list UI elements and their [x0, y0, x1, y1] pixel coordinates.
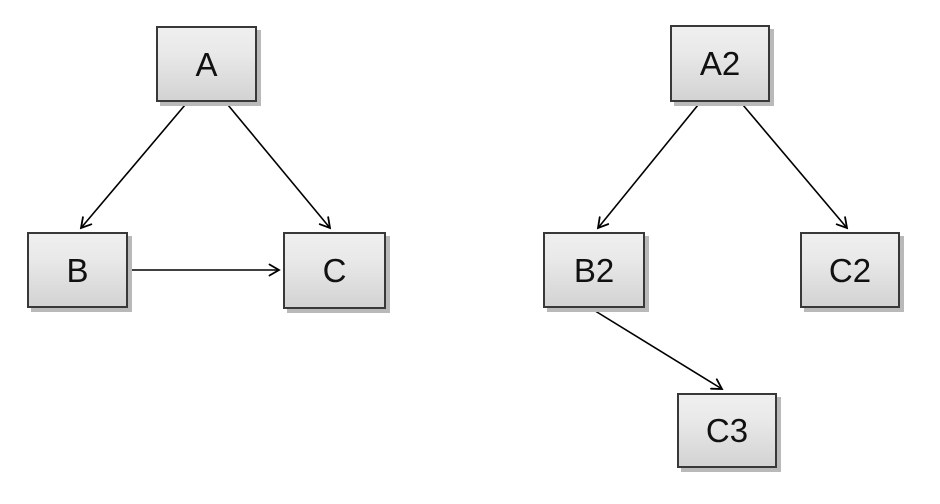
- node-label-C3: C3: [705, 412, 749, 449]
- node-A[interactable]: A: [156, 26, 257, 102]
- node-label-A2: A2: [699, 45, 741, 82]
- node-label-C2: C2: [828, 251, 872, 289]
- node-B2[interactable]: B2: [543, 232, 645, 308]
- node-label-C: C: [322, 252, 347, 289]
- edge-A-B[interactable]: [79, 104, 186, 230]
- node-B[interactable]: B: [27, 232, 128, 308]
- node-label-B2: B2: [573, 251, 615, 289]
- node-label-A: A: [195, 45, 218, 83]
- edge-A2-C2[interactable]: [742, 104, 849, 230]
- node-C2[interactable]: C2: [800, 232, 900, 308]
- edge-A2-B2[interactable]: [596, 104, 699, 230]
- node-C[interactable]: C: [283, 232, 386, 309]
- node-label-B: B: [66, 251, 89, 289]
- edge-B2-C3[interactable]: [591, 308, 724, 390]
- node-C3[interactable]: C3: [677, 393, 777, 468]
- edge-A-C[interactable]: [227, 104, 332, 230]
- node-A2[interactable]: A2: [670, 25, 770, 102]
